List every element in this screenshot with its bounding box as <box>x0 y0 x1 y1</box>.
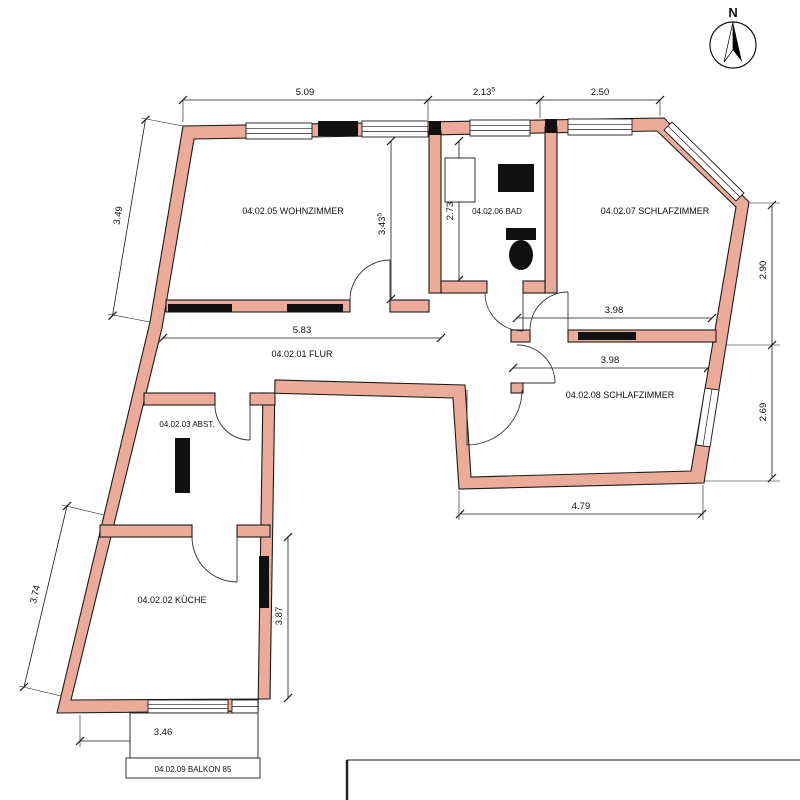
window <box>567 118 633 136</box>
dim-right-lower: 2.69 <box>758 403 769 422</box>
dim-bad-depth: 2.73 <box>445 202 456 221</box>
dim-schlafzimmer-07-width: 3.98 <box>605 305 624 316</box>
dim-flur-length: 5.83 <box>293 325 312 336</box>
dimension-ticks <box>19 95 777 746</box>
interior-walls <box>99 126 717 538</box>
schlafzimmer-08-door-arc <box>516 344 556 384</box>
room-label-wohnzimmer: 04.02.05 WOHNZIMMER <box>242 206 344 216</box>
window <box>469 119 531 137</box>
north-compass: N <box>709 5 757 69</box>
compass-needle-light <box>723 21 734 63</box>
kitchen-window <box>147 699 229 714</box>
dim-wohnzimmer-depth: 3.435 <box>377 213 389 236</box>
bath-fixtures <box>444 157 536 270</box>
dim-top-right: 2.50 <box>591 87 610 98</box>
windows <box>147 118 745 714</box>
room-label-abstellraum: 04.02.03 ABST. <box>159 420 214 429</box>
compass-north-label: N <box>728 5 737 20</box>
schlafzimmer-07-door-arc <box>529 291 569 331</box>
dim-top-middle: 2.135 <box>473 87 496 99</box>
dim-left-upper: 3.49 <box>112 206 126 226</box>
room-labels: 04.02.05 WOHNZIMMER 04.02.06 BAD 04.02.0… <box>137 206 709 774</box>
room-label-flur: 04.02.01 FLUR <box>271 349 333 359</box>
kueche-door-arc <box>191 536 238 583</box>
dim-kueche-depth: 3.87 <box>274 607 285 626</box>
balcony <box>125 712 261 779</box>
doors <box>191 259 569 583</box>
compass-needle-dark <box>733 22 742 62</box>
room-label-schlafzimmer-07: 04.02.07 SCHLAFZIMMER <box>601 206 710 216</box>
balcony-door-window <box>231 699 259 714</box>
shower-tray-icon <box>444 157 476 203</box>
dim-schlafzimmer-08-width: 3.98 <box>601 355 620 366</box>
wohnzimmer-door-arc <box>349 259 391 301</box>
window <box>695 387 720 448</box>
dim-kueche-width: 3.46 <box>154 727 173 738</box>
dim-right-upper: 2.90 <box>758 261 769 280</box>
entry-door-arc <box>466 389 523 446</box>
bad-door-arc <box>484 292 524 332</box>
dimension-labels: 5.09 2.135 2.50 3.49 3.74 2.90 2.69 4.79… <box>28 87 769 739</box>
wc-cistern-icon <box>506 228 536 240</box>
abstellraum-door-arc <box>214 404 251 441</box>
room-label-bad: 04.02.06 BAD <box>472 207 522 216</box>
window <box>245 122 313 140</box>
corner-window <box>663 121 745 202</box>
window <box>361 120 429 138</box>
room-label-schlafzimmer-08: 04.02.08 SCHLAFZIMMER <box>566 390 675 400</box>
structural-piers <box>168 119 636 608</box>
wc-icon <box>509 240 533 270</box>
room-label-kueche: 04.02.02 KÜCHE <box>137 595 206 605</box>
dim-left-lower: 3.74 <box>28 584 43 605</box>
dimension-lines <box>23 99 773 742</box>
dim-top-left: 5.09 <box>296 87 315 98</box>
title-block-lines <box>345 759 800 800</box>
washbasin-icon <box>498 164 534 192</box>
dim-schlafzimmer-08-bottom: 4.79 <box>572 501 591 512</box>
room-label-balkon: 04.02.09 BALKON 85 <box>155 765 232 774</box>
